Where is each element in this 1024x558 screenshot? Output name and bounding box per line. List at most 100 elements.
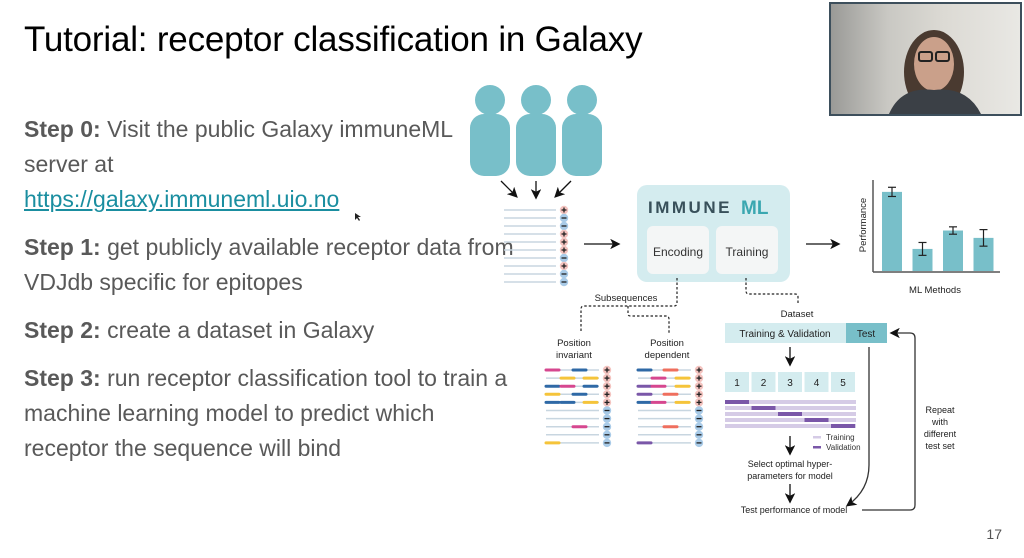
fold-label: 5 (840, 378, 846, 389)
select-label-1: Select optimal hyper- (748, 459, 833, 469)
fold-box (751, 372, 776, 392)
chart-x-label: ML Methods (909, 285, 961, 296)
plus-sign-icon (694, 365, 704, 375)
presenter-webcam (829, 2, 1022, 116)
repeat-label-2: with (931, 417, 948, 427)
step-1: Step 1: get publicly available receptor … (24, 230, 514, 300)
plus-sign-icon (559, 261, 569, 271)
plus-sign-icon (559, 229, 569, 239)
step-2-label: Step 2: (24, 317, 101, 343)
steps-list: Step 0: Visit the public Galaxy immuneML… (24, 112, 514, 479)
training-validation-label: Training & Validation (739, 329, 830, 340)
minus-sign-icon (559, 269, 569, 279)
fold-label: 2 (761, 378, 767, 389)
training-label: Training (726, 245, 769, 259)
cv-folds: 1 2 3 4 5 (725, 372, 855, 392)
cv-validation-bar (778, 412, 802, 416)
repeat-label-1: Repeat (925, 405, 955, 415)
step-3: Step 3: run receptor classification tool… (24, 361, 514, 466)
fold-box (725, 372, 749, 392)
minus-sign-icon (602, 406, 612, 415)
page-number: 17 (986, 526, 1002, 542)
repeat-label-3: different (924, 429, 957, 439)
error-bar (979, 229, 988, 247)
error-bar (949, 226, 957, 235)
slide-title: Tutorial: receptor classification in Gal… (24, 20, 643, 59)
dataset-label: Dataset (781, 309, 814, 320)
select-label-2: parameters for model (747, 471, 833, 481)
minus-sign-icon (694, 430, 704, 439)
minus-sign-icon (559, 221, 569, 231)
step-3-label: Step 3: (24, 365, 101, 391)
minus-sign-icon (694, 422, 704, 431)
mouse-cursor-icon (355, 213, 361, 221)
plus-sign-icon (694, 373, 704, 383)
test-box (846, 323, 887, 343)
training-validation-box (725, 323, 846, 343)
step-0: Step 0: Visit the public Galaxy immuneML… (24, 112, 514, 217)
chart-bar (973, 237, 994, 271)
immuneml-logo-ml: ML (741, 198, 769, 219)
cv-training-bar (725, 406, 856, 410)
plus-sign-icon (559, 237, 569, 247)
minus-sign-icon (602, 422, 612, 431)
minus-sign-icon (694, 414, 704, 423)
test-performance-label: Test performance of model (741, 505, 848, 515)
error-bar (888, 186, 896, 198)
performance-bar-chart: Performance ML Methods (858, 180, 1000, 296)
cv-validation-bar (804, 418, 829, 422)
chart-y-label: Performance (858, 198, 869, 252)
cv-split-bars (725, 400, 856, 428)
test-to-performance-arrow (845, 347, 870, 507)
fold-box (778, 372, 802, 392)
dotted-connectors (580, 278, 799, 333)
plus-sign-icon (694, 390, 704, 399)
minus-sign-icon (559, 277, 569, 287)
step-3-text: run receptor classification tool to trai… (24, 365, 508, 461)
people-arrows (500, 180, 572, 200)
plus-sign-icon (602, 373, 612, 383)
minus-sign-icon (602, 414, 612, 423)
minus-sign-icon (559, 253, 569, 263)
step-1-label: Step 1: (24, 234, 101, 260)
cv-validation-bar (725, 400, 749, 404)
chart-bar (912, 248, 933, 271)
step-2-text: create a dataset in Galaxy (100, 317, 375, 343)
cv-training-bar (725, 424, 856, 428)
position-invariant-label-1: Position (557, 338, 591, 349)
presenter-image (889, 30, 981, 114)
cv-validation-bar (831, 424, 855, 428)
encoding-label: Encoding (653, 245, 703, 259)
minus-sign-icon (694, 438, 704, 448)
fold-label: 3 (787, 378, 793, 389)
people-icon (470, 85, 602, 176)
fold-label: 4 (814, 378, 820, 389)
step-1-text: get publicly available receptor data fro… (24, 234, 514, 295)
fold-label: 1 (734, 378, 740, 389)
error-bar (918, 241, 927, 256)
position-invariant-label-2: invariant (556, 350, 592, 361)
legend-training-label: Training (826, 433, 855, 442)
chart-bar (882, 191, 902, 271)
immuneml-logo-text: IMMUNE (648, 198, 732, 217)
step-0-label: Step 0: (24, 116, 101, 142)
plus-sign-icon (602, 390, 612, 399)
minus-sign-icon (602, 438, 612, 448)
step-2: Step 2: create a dataset in Galaxy (24, 313, 514, 348)
legend-validation-swatch (813, 446, 821, 449)
test-label: Test (857, 329, 876, 340)
plus-sign-icon (602, 365, 612, 375)
position-dependent-label-1: Position (650, 338, 684, 349)
step-0-text: Visit the public Galaxy immuneML server … (24, 116, 453, 177)
minus-sign-icon (694, 406, 704, 415)
galaxy-server-link[interactable]: https://galaxy.immuneml.uio.no (24, 186, 340, 212)
plus-sign-icon (559, 205, 569, 215)
position-dependent-label-2: dependent (645, 350, 690, 361)
cv-validation-bar (751, 406, 776, 410)
legend-training-swatch (813, 436, 821, 439)
plus-sign-icon (559, 245, 569, 255)
plus-sign-icon (602, 382, 612, 391)
receptor-input-list (504, 205, 569, 287)
cv-training-bar (725, 400, 856, 404)
